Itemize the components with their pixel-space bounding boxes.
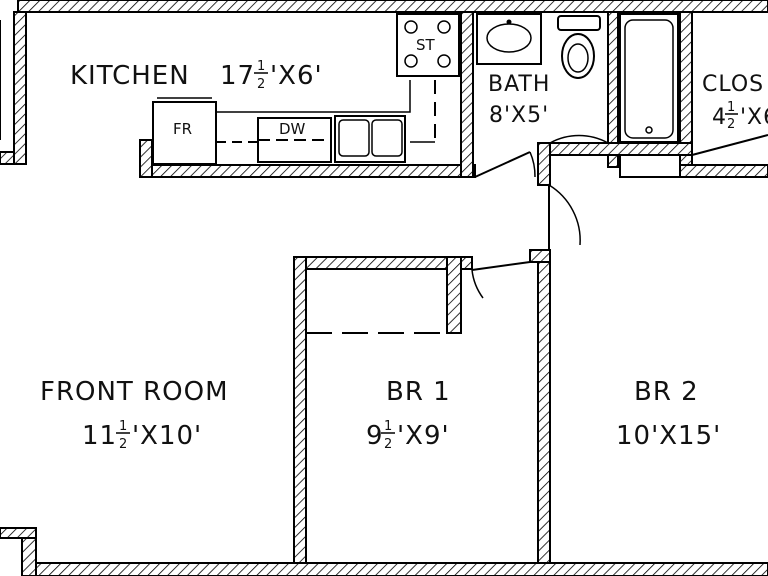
br1-frac-den: 2 [384,437,393,452]
br1-size-pre: 9 [366,421,384,451]
kitchen-fixtures: FR DW ST [152,13,460,165]
dishwasher-label: DW [279,120,306,138]
closet-frac-num: 1 [727,100,736,115]
closet-name: CLOS [702,72,764,97]
wall-closet-bottom [679,164,768,178]
wall-bath-bottom-left [537,142,551,186]
wall-hall-stub [529,249,551,263]
closet-size-post: 'X6 [740,105,768,130]
br1-name: BR 1 [386,377,451,407]
fridge-label: FR [173,120,192,138]
wall-br1-left [293,256,307,576]
wall-kitchen-bottom-stub [139,139,153,178]
wall-kitchen-bath [460,11,474,178]
bath-fixtures [476,13,679,143]
front-room-frac-den: 2 [119,437,128,452]
kitchen-size-pre: 17 [220,61,255,91]
wall-bath-bottom [537,142,693,156]
bath-size: 8'X5' [489,103,549,128]
kitchen-frac-den: 2 [257,77,266,92]
stove-label: ST [416,36,436,54]
bathtub [619,13,679,143]
doors [0,20,768,299]
fridge [152,101,217,165]
wall-kitchen-bottom [139,164,476,178]
closet-size-pre: 4 [712,105,727,130]
wall-left-upper-vert [13,11,27,165]
bath-name: BATH [488,72,550,97]
wall-bottom-left-ledge [0,527,37,539]
kitchen-size-post: 'X6' [270,61,323,91]
counter-line [216,80,411,113]
wall-br1-br2 [537,249,551,576]
kitchen-name: KITCHEN [70,61,190,91]
front-room-name: FRONT ROOM [40,377,229,407]
wall-br1-top [293,256,473,270]
wall-bath-tub [607,11,619,168]
front-room-size-pre: 11 [82,421,117,451]
toilet-tank [557,15,601,31]
kitchen-sink [334,115,406,163]
closet-frac-den: 2 [727,117,736,132]
kitchen-frac-num: 1 [257,59,266,74]
br2-size: 10'X15' [616,421,721,451]
front-room-frac-num: 1 [119,419,128,434]
wall-br1-closet [446,256,462,334]
wall-bottom [35,562,768,576]
br2-name: BR 2 [634,377,699,407]
room-labels: KITCHEN 17 1 2 'X6' BATH 8'X5' CLOS 4 1 … [40,59,768,452]
wall-top [17,0,768,13]
br1-frac-num: 1 [384,419,393,434]
br1-size-post: 'X9' [397,421,450,451]
front-room-size-post: 'X10' [132,421,202,451]
